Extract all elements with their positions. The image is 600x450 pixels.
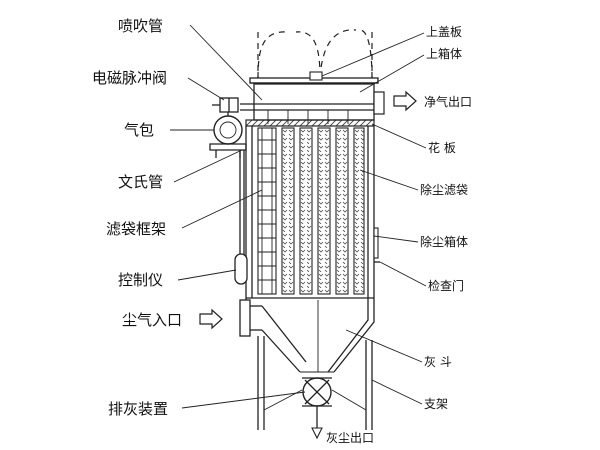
label-bag-cage: 滤袋框架	[106, 220, 166, 238]
dust-inlet-arrow	[199, 308, 223, 330]
label-upper-box: 上箱体	[426, 46, 462, 61]
label-inspection-door: 检查门	[428, 278, 464, 293]
venturi-tube	[239, 150, 245, 255]
label-top-cover: 上盖板	[426, 25, 462, 39]
filter-bag-cage	[257, 127, 277, 295]
label-venturi: 文氏管	[118, 173, 163, 191]
label-blow-pipe: 喷吹管	[118, 17, 163, 35]
top-cover-plate	[249, 71, 379, 84]
filter-bags	[281, 127, 365, 295]
label-hopper: 灰 斗	[424, 355, 452, 369]
label-dust-inlet: 尘气入口	[122, 311, 182, 329]
clean-air-discharge-arcs	[257, 29, 373, 79]
label-solenoid-valve: 电磁脉冲阀	[92, 69, 167, 87]
solenoid-pulse-valve	[212, 97, 239, 113]
controller	[234, 253, 248, 285]
label-filter-bag: 除尘滤袋	[420, 182, 468, 197]
leader-lines	[170, 24, 427, 409]
tube-plate	[245, 119, 375, 127]
label-tube-plate: 花 板	[428, 140, 456, 155]
label-controller: 控制仪	[118, 271, 163, 289]
label-dust-outlet: 灰尘出口	[326, 431, 374, 445]
support-frame	[257, 336, 373, 430]
label-discharge-device: 排灰装置	[108, 400, 168, 418]
label-dust-box: 除尘箱体	[420, 234, 468, 249]
label-clean-outlet: 净气出口	[424, 94, 472, 109]
label-support: 支架	[424, 397, 448, 411]
label-air-bag: 气包	[124, 121, 154, 139]
inspection-door	[373, 227, 380, 263]
dust-inlet	[239, 299, 262, 337]
upper-box	[240, 83, 385, 124]
hopper	[245, 298, 375, 373]
clean-outlet-arrow	[393, 90, 417, 112]
discharge-device	[302, 377, 332, 440]
